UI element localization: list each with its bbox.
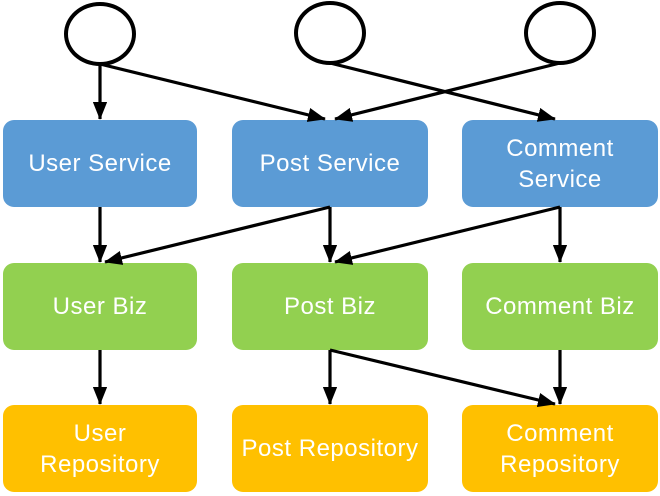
node-post-repository: Post Repository [232,405,428,492]
edge-actor2-to-comment_service [329,61,556,122]
node-label: Post Biz [283,293,377,320]
node-comment-service: Comment Service [462,120,658,207]
node-label: User Biz [52,293,148,320]
node-comment-repository: Comment Repository [462,405,658,492]
edge-actor1-to-post_service [99,62,326,122]
actor-circle-comment [524,1,596,65]
actor-circle-post [294,1,366,65]
node-post-service: Post Service [232,120,428,207]
node-label: Comment Service [506,134,614,193]
actor-circle-user [64,2,136,66]
node-user-repository: User Repository [3,405,197,492]
node-post-biz: Post Biz [232,263,428,350]
node-label: Post Service [259,150,401,177]
node-label: Comment Repository [500,419,620,478]
node-user-service: User Service [3,120,197,207]
node-label: Comment Biz [485,293,635,320]
node-comment-biz: Comment Biz [462,263,658,350]
node-user-biz: User Biz [3,263,197,350]
edge-post_biz-to-comment_repository [329,348,556,407]
node-label: User Service [28,150,172,177]
edge-post_service-to-user_biz [104,205,331,265]
node-label: Post Repository [241,435,419,462]
edge-actor3-to-post_service [334,61,561,122]
edge-comment_service-to-post_biz [334,205,561,265]
node-label: User Repository [40,419,160,478]
